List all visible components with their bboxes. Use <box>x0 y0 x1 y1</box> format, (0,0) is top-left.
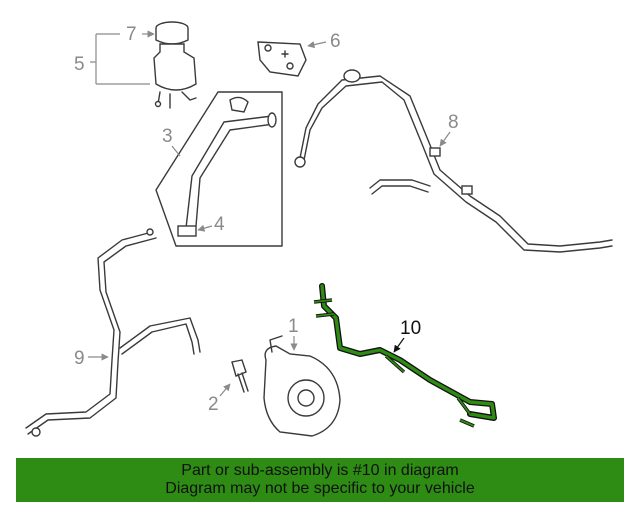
banner-line-1: Part or sub-assembly is #10 in diagram <box>181 462 459 479</box>
notice-banner: Part or sub-assembly is #10 in diagram D… <box>16 458 624 502</box>
callout-4: 4 <box>214 214 225 235</box>
reservoir <box>153 43 197 109</box>
pressure-line-upper <box>294 69 613 253</box>
callout-6: 6 <box>330 31 341 52</box>
callout-2: 2 <box>208 394 219 415</box>
callout-8: 8 <box>448 112 459 133</box>
bolt <box>231 359 249 393</box>
callout-1: 1 <box>288 316 299 337</box>
banner-line-2: Diagram may not be specific to your vehi… <box>165 480 475 497</box>
reservoir-cap <box>155 21 189 45</box>
suction-hose-group <box>155 91 283 247</box>
pressure-line-highlighted <box>313 283 497 428</box>
power-steering-pump <box>263 335 341 437</box>
callout-10: 10 <box>400 318 421 339</box>
callout-9: 9 <box>74 348 85 369</box>
return-line-left <box>25 228 201 437</box>
bracket <box>257 41 307 77</box>
callout-7: 7 <box>126 24 137 45</box>
callout-3: 3 <box>162 126 173 147</box>
parts-diagram: 7 5 6 8 3 4 1 2 9 10 <box>25 21 613 437</box>
callout-5: 5 <box>74 54 85 75</box>
